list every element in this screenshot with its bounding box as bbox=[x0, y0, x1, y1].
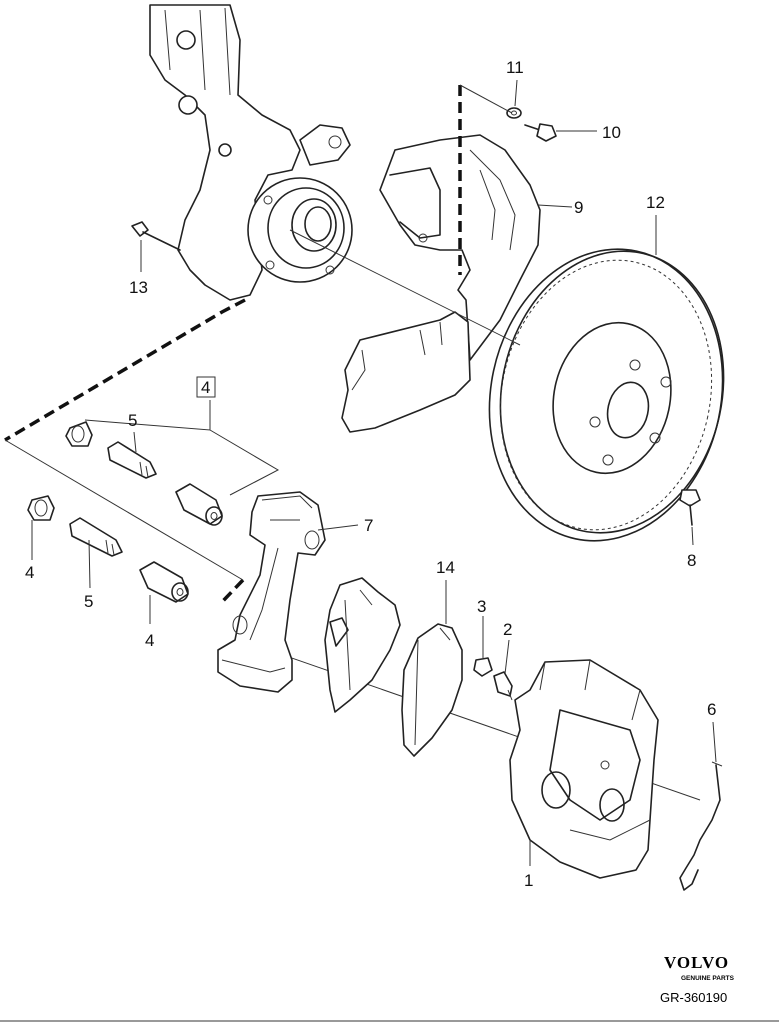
callout-7: 7 bbox=[364, 516, 373, 535]
bushing-lower bbox=[139, 561, 189, 603]
wear-sensor-6 bbox=[679, 761, 723, 891]
bleeder-cap-3 bbox=[473, 657, 493, 677]
bleeder-screw-2 bbox=[493, 671, 513, 701]
callout-5-upper: 5 bbox=[128, 411, 137, 430]
volvo-logo-text: VOLVO bbox=[664, 953, 729, 972]
kit-4-bracket bbox=[84, 400, 280, 496]
guide-pin-lower bbox=[69, 517, 123, 557]
kit-4-box bbox=[196, 376, 216, 398]
callout-3: 3 bbox=[477, 597, 486, 616]
washer-11 bbox=[506, 107, 522, 119]
brake-pad-inner bbox=[401, 623, 463, 757]
guide-pin-upper bbox=[107, 441, 157, 479]
callout-12: 12 bbox=[646, 193, 665, 212]
bushing-upper bbox=[175, 483, 223, 526]
bolt-8 bbox=[679, 489, 701, 526]
caliper-carrier bbox=[217, 491, 326, 693]
genuine-parts-tagline: GENUINE PARTS bbox=[681, 975, 735, 982]
brake-pad-outer bbox=[324, 577, 401, 713]
dust-boot-upper bbox=[65, 421, 93, 447]
dust-boot-lower bbox=[27, 495, 55, 521]
callout-6: 6 bbox=[707, 700, 716, 719]
bolt-13 bbox=[131, 221, 181, 251]
wheel-hub bbox=[247, 177, 353, 283]
volvo-logo: VOLVO GENUINE PARTS bbox=[664, 953, 735, 982]
callout-4-left: 4 bbox=[25, 563, 34, 582]
callout-11: 11 bbox=[506, 58, 524, 77]
callout-13: 13 bbox=[129, 278, 148, 297]
callout-5-lower: 5 bbox=[84, 592, 93, 611]
callout-9: 9 bbox=[574, 198, 583, 217]
brake-caliper bbox=[509, 659, 659, 879]
callout-4-bottom: 4 bbox=[145, 631, 154, 650]
drawing-reference: GR-360190 bbox=[660, 990, 727, 1005]
callout-2: 2 bbox=[503, 620, 512, 639]
steering-knuckle bbox=[149, 4, 351, 301]
callout-1: 1 bbox=[524, 871, 533, 890]
callout-leaders bbox=[31, 79, 717, 866]
callout-4-box: 4 bbox=[201, 378, 210, 397]
callout-10: 10 bbox=[602, 123, 621, 142]
brake-disc bbox=[488, 248, 725, 542]
bolt-10 bbox=[524, 123, 557, 142]
callout-14: 14 bbox=[436, 558, 455, 577]
callout-8: 8 bbox=[687, 551, 696, 570]
